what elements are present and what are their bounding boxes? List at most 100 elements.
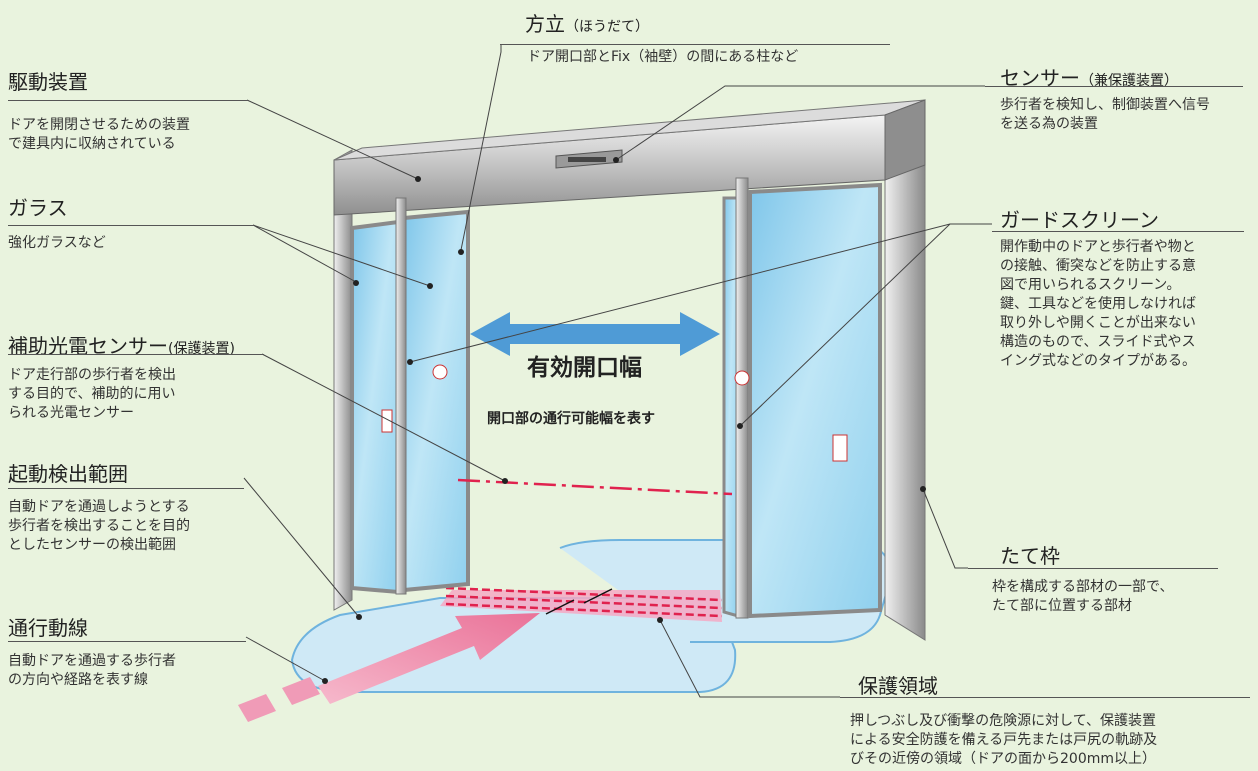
kidou-desc-line: 自動ドアを通過しようとする — [8, 499, 190, 515]
label-kudou-title: 駆動装置 — [8, 70, 88, 94]
leader-dot-glass-2 — [427, 283, 433, 289]
leader-dot-kidou — [356, 614, 362, 620]
label-hoodate-title: 方立（ほうだて） — [525, 8, 649, 37]
left-fixed-glass — [350, 219, 400, 595]
leader-tsuukou — [245, 636, 326, 682]
leader-dot-hoodate — [458, 249, 464, 255]
kudou-desc-line: ドアを開閉させるための装置 — [8, 117, 190, 133]
leader-hoodate — [460, 45, 502, 251]
effective-width-desc: 開口部の通行可能幅を表す — [487, 411, 655, 427]
hoodate-sub-text: （ほうだて） — [565, 19, 649, 35]
guard-desc-line: の接触、衝突などを防止する意 — [1000, 258, 1196, 274]
sticker-right-1 — [832, 434, 848, 462]
leader-glass-1 — [252, 224, 357, 283]
walking-path-arrow — [318, 613, 540, 704]
leader-kudou — [246, 99, 419, 180]
photoelectric-sensor-beam — [457, 478, 733, 496]
label-glass-title: ガラス — [8, 196, 68, 220]
label-tatewaku-title: たて枠 — [1000, 544, 1060, 568]
tatewaku-desc-line: たて部に位置する部材 — [992, 598, 1132, 614]
tsuukou-desc-line: 自動ドアを通過する歩行者 — [8, 653, 176, 669]
leader-dot-tsuukou — [322, 678, 328, 684]
hogo-desc-line: びその近傍の領域（ドアの面から200mm以上） — [850, 751, 1156, 767]
guard-desc-line: 開作動中のドアと歩行者や物と — [1000, 239, 1196, 255]
protection-dashed-line-3 — [445, 602, 723, 618]
underline-hogo — [840, 697, 1250, 698]
underline-kidou — [8, 488, 244, 489]
leader-glass-2 — [252, 224, 431, 287]
underline-sensor — [985, 86, 1243, 87]
label-guard-title: ガードスクリーン — [1000, 208, 1159, 232]
label-kudou-desc: ドアを開閉させるための装置 で建具内に収納されている — [8, 116, 190, 154]
walking-path-dash-1 — [282, 677, 320, 705]
leader-hogo — [659, 619, 840, 698]
leader-kidou — [243, 477, 360, 618]
underline-guard — [992, 231, 1244, 232]
sensor-sub-text: （兼保護装置） — [1080, 73, 1178, 89]
label-tsuukou-title: 通行動線 — [8, 616, 88, 640]
hojo-sub-text: (保護装置) — [168, 341, 235, 357]
underline-tsuukou — [8, 641, 246, 642]
tsuukou-desc-line: の方向や経路を表す線 — [8, 672, 148, 688]
leader-dot-hogo — [657, 617, 663, 623]
right-mullion — [735, 177, 749, 619]
protection-arrow-a — [545, 599, 575, 615]
sticker-right-2 — [734, 370, 750, 386]
label-hoodate-desc: ドア開口部とFix（袖壁）の間にある柱など — [527, 49, 799, 65]
effective-width-title: 有効開口幅 — [527, 355, 642, 381]
kidou-desc-line: 歩行者を検出することを目的 — [8, 518, 190, 534]
label-kidou-desc: 自動ドアを通過しようとする 歩行者を検出することを目的 としたセンサーの検出範囲 — [8, 498, 190, 555]
leader-dot-glass-1 — [353, 280, 359, 286]
label-hojo-desc: ドア走行部の歩行者を検出 する目的で、補助的に用い られる光電センサー — [8, 366, 176, 423]
effective-width-arrow — [470, 312, 720, 356]
tatewaku-desc-line: 枠を構成する部材の一部で、 — [992, 579, 1174, 595]
sticker-left-1 — [381, 409, 393, 433]
leader-hojo — [261, 353, 506, 482]
protection-dashed-line-2 — [445, 594, 723, 610]
sticker-left-2 — [432, 364, 448, 380]
leader-dot-hojo — [502, 478, 508, 484]
hojo-desc-line: する目的で、補助的に用い — [8, 386, 176, 402]
sensor-window — [568, 157, 606, 162]
label-tatewaku-desc: 枠を構成する部材の一部で、 たて部に位置する部材 — [992, 578, 1173, 616]
protection-arrow-b — [583, 588, 613, 604]
label-guard-desc: 開作動中のドアと歩行者や物と の接触、衝突などを防止する意 図で用いられるスクリ… — [1000, 238, 1196, 371]
guard-desc-line: 構造のもので、スライド式やス — [1000, 334, 1196, 350]
leader-guard-2 — [739, 223, 951, 427]
sensor-desc-line: 歩行者を検知し、制御装置へ信号 — [1000, 97, 1210, 113]
sensor-desc-line: を送る為の装置 — [1000, 116, 1098, 132]
kudou-desc-line: で建具内に収納されている — [8, 136, 176, 152]
left-door-glass — [402, 209, 470, 593]
left-frame-post — [333, 149, 353, 611]
leader-tatewaku — [922, 488, 968, 569]
hojo-desc-line: ドア走行部の歩行者を検出 — [8, 367, 176, 383]
hojo-desc-line: られる光電センサー — [8, 405, 134, 421]
guard-desc-line: 鍵、工具などを使用しなければ — [1000, 296, 1196, 312]
left-mullion — [395, 197, 407, 595]
label-hogo-title: 保護領域 — [858, 674, 938, 698]
guard-desc-line: 取り外しや開くことが出来ない — [1000, 315, 1196, 331]
label-kidou-title: 起動検出範囲 — [8, 462, 128, 486]
underline-hoodate — [500, 44, 890, 45]
label-hogo-desc: 押しつぶし及び衝撃の危険源に対して、保護装置 による安全防護を備える戸先または戸… — [850, 712, 1157, 769]
hogo-desc-line: 押しつぶし及び衝撃の危険源に対して、保護装置 — [850, 713, 1157, 729]
leader-dot-sensor — [613, 157, 619, 163]
label-sensor-desc: 歩行者を検知し、制御装置へ信号 を送る為の装置 — [1000, 96, 1210, 134]
leader-dot-guard-2 — [737, 423, 743, 429]
underline-hojo — [8, 354, 264, 355]
leader-sensor — [615, 85, 985, 161]
right-fixed-glass — [748, 182, 882, 619]
guard-desc-line: イング式などのタイプがある。 — [1000, 353, 1196, 369]
protection-dashed-line-1 — [445, 586, 723, 602]
underline-tatewaku — [968, 568, 1218, 569]
hoodate-title-text: 方立 — [525, 12, 565, 36]
leader-dot-kudou — [415, 176, 421, 182]
guard-desc-line: 図で用いられるスクリーン。 — [1000, 277, 1181, 293]
header-side — [884, 99, 926, 181]
label-tsuukou-desc: 自動ドアを通過する歩行者 の方向や経路を表す線 — [8, 652, 176, 690]
right-frame-post — [884, 99, 926, 641]
hogo-desc-line: による安全防護を備える戸先または戸尻の軌跡及 — [850, 732, 1158, 748]
walking-path-dash-2 — [238, 694, 276, 722]
leader-dot-guard-1 — [407, 359, 413, 365]
